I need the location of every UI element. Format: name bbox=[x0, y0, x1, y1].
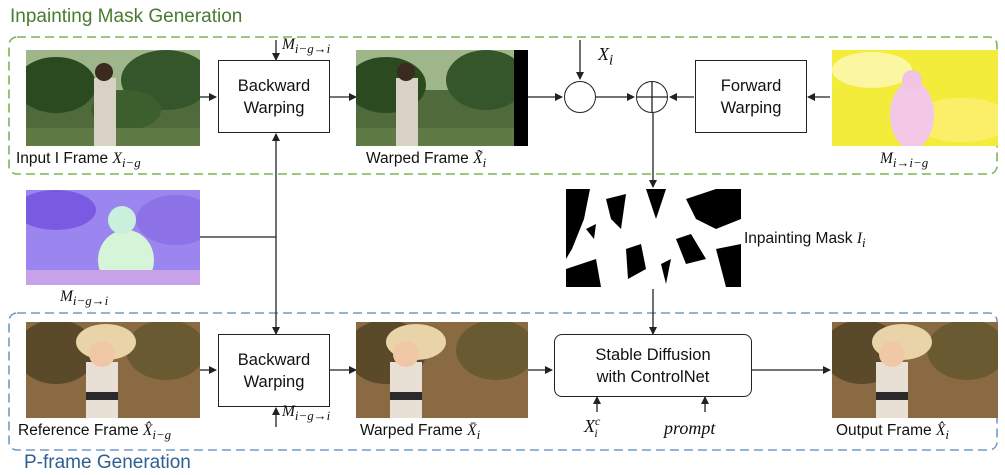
m-bottom-label: Mi−g→i bbox=[282, 403, 331, 424]
reference-frame-image bbox=[26, 322, 200, 418]
flow-backward-label: Mi−g→i bbox=[60, 288, 109, 309]
input-frame-image bbox=[26, 50, 200, 146]
add-circle bbox=[636, 81, 668, 113]
output-frame-label: Output Frame X̂i bbox=[836, 422, 949, 443]
inpainting-mask-label: Inpainting Mask Ii bbox=[744, 230, 866, 251]
flow-backward-image bbox=[26, 190, 200, 285]
warped-frame-bottom-label: Warped Frame X̄i bbox=[360, 422, 481, 443]
subtract-circle bbox=[564, 81, 596, 113]
warped-frame-top-image bbox=[356, 50, 528, 146]
input-frame-label: Input I Frame Xi−g bbox=[16, 150, 141, 171]
xic-label: Xci bbox=[584, 414, 601, 440]
inpainting-mask-image bbox=[566, 189, 741, 287]
flow-forward-label: Mi→i−g bbox=[880, 150, 929, 171]
warped-frame-top-label: Warped Frame X̃i bbox=[366, 150, 487, 171]
xi-label: Xi bbox=[598, 44, 614, 69]
prompt-label: prompt bbox=[664, 418, 716, 438]
top-section-title: Inpainting Mask Generation bbox=[10, 6, 243, 27]
flow-forward-image bbox=[832, 50, 998, 146]
warped-frame-bottom-image bbox=[356, 322, 528, 418]
m-top-label: Mi−g→i bbox=[282, 36, 331, 57]
output-frame-image bbox=[832, 322, 998, 418]
reference-frame-label: Reference Frame X̂i−g bbox=[18, 422, 172, 443]
plus-icon bbox=[637, 82, 667, 112]
bottom-section-title: P-frame Generation bbox=[24, 452, 191, 473]
